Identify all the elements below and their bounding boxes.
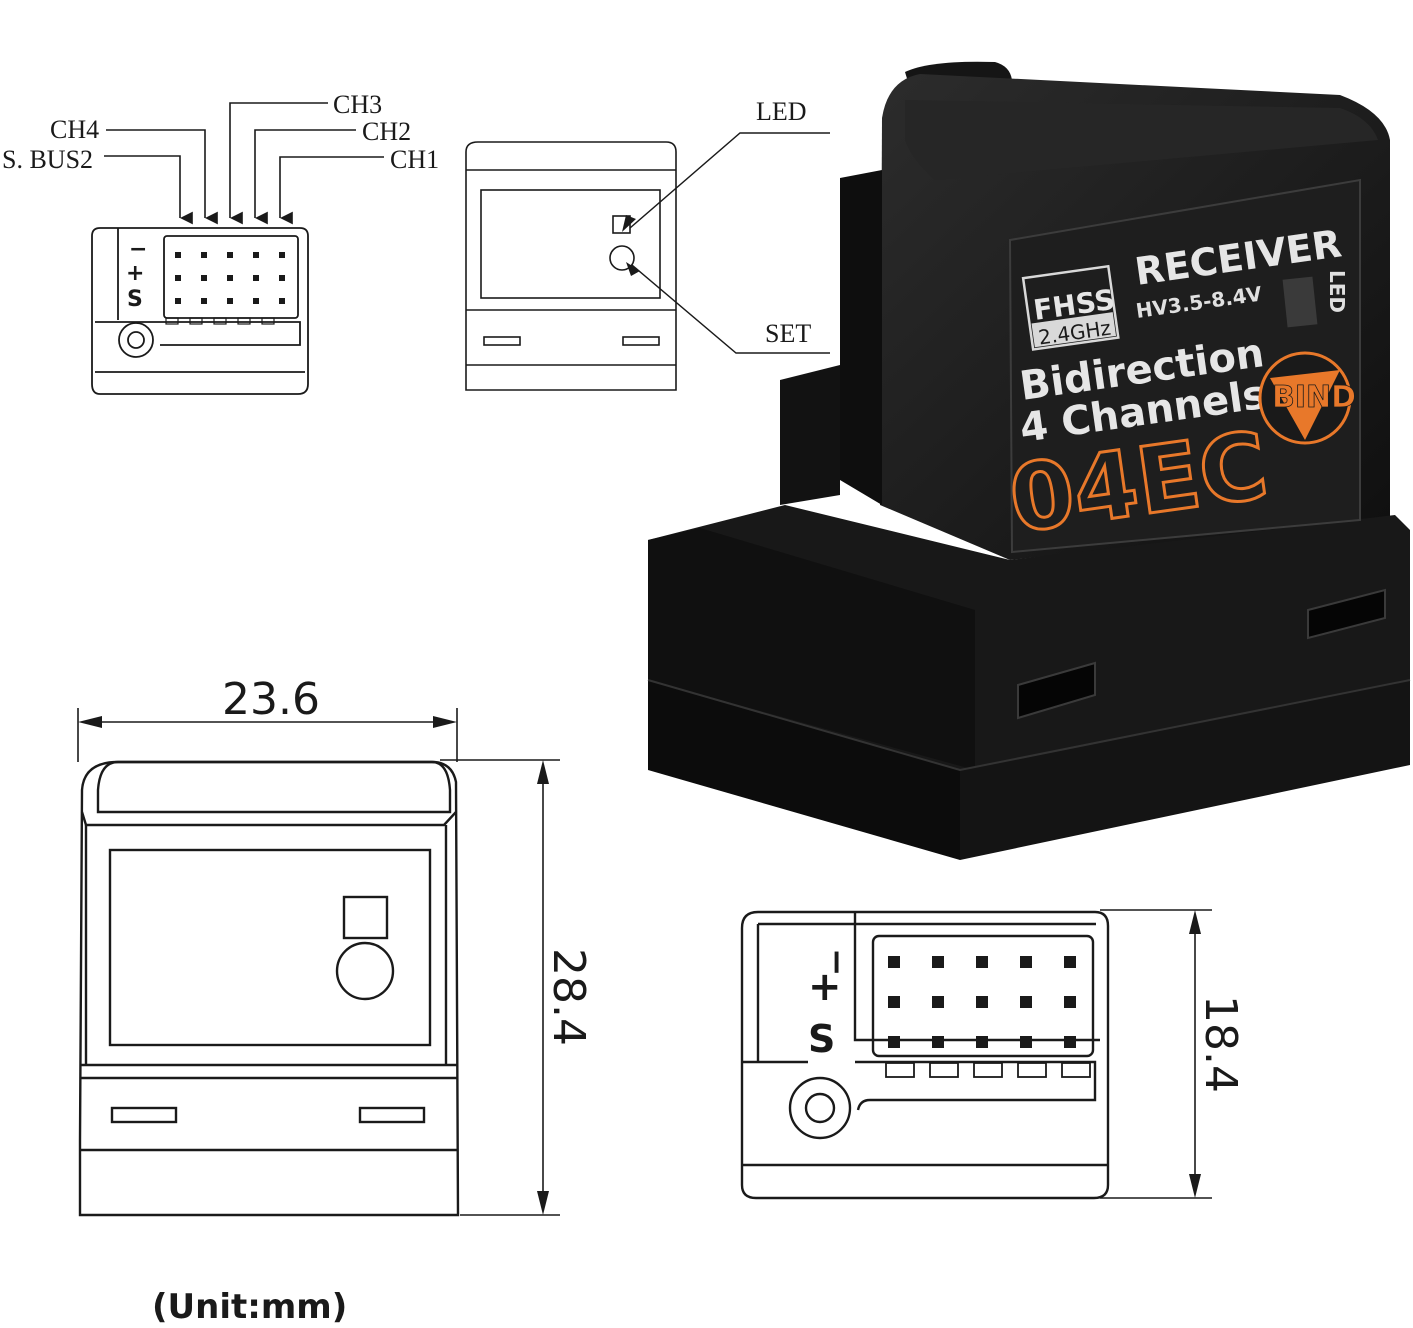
pinout-diagram: CH3 CH4 CH2 S. BUS2 CH1 − [2,90,439,395]
ch3-label: CH3 [333,90,382,119]
plus-symbol-large: + [808,964,842,1010]
front-view-dimensioned: 23.6 28.4 (Unit:mm) [77,674,594,1327]
top-view-dimensioned: − + S 18.4 [740,909,1246,1200]
small-pin-grid [175,252,285,304]
bind-button: BIND [1258,351,1356,445]
small-top-view [91,227,309,395]
unit-note: (Unit:mm) [152,1287,347,1327]
set-label: SET [765,319,811,348]
signal-symbol-small: S [127,287,143,312]
sbus2-label: S. BUS2 [2,145,93,174]
minus-symbol-small: − [129,237,147,262]
width-dimension: 23.6 [222,674,320,725]
plus-symbol-small: + [126,261,144,286]
side-height-dimension: 18.4 [1195,995,1246,1093]
ch4-label: CH4 [50,115,99,144]
ch1-label: CH1 [390,145,439,174]
height-dimension: 28.4 [543,948,594,1046]
large-pin-grid [888,956,1076,1048]
ch2-label: CH2 [362,117,411,146]
minus-symbol-large: − [817,948,857,977]
led-photo-text: LED [1325,270,1349,313]
front-view-small: LED SET [465,97,830,391]
bind-text: BIND [1272,380,1356,415]
led-label: LED [756,97,807,126]
receiver-product-photo: FHSS 2.4GHz RECEIVER HV3.5-8.4V Bidirect… [647,61,1411,860]
signal-symbol-large: S [808,1017,835,1061]
led-window [1282,276,1318,328]
